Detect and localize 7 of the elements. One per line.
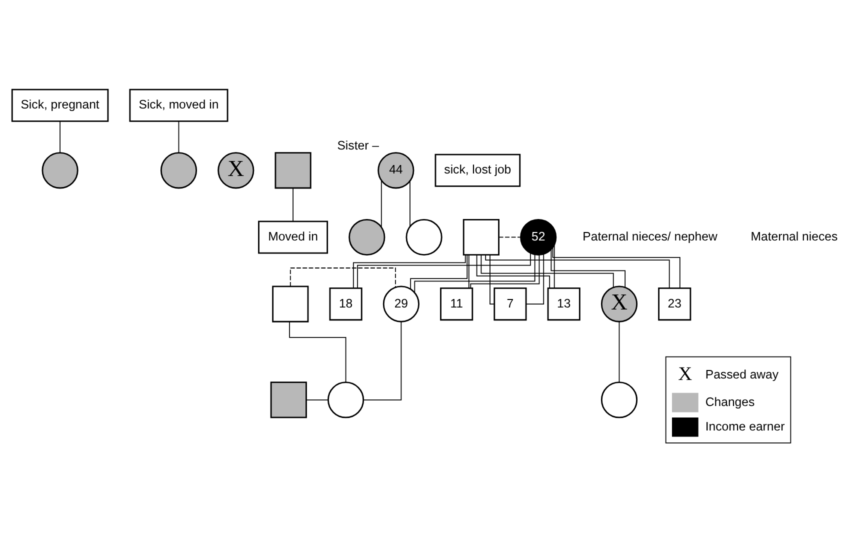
legend-label: Income earner [705,419,785,434]
legend-label: Changes [705,394,755,409]
label: Paternal nieces/ nephew [582,229,718,244]
label: Maternal nieces [750,229,838,244]
node-label: Sister – [337,138,379,152]
legend-label: Passed away [705,368,779,382]
label: X [678,364,692,386]
